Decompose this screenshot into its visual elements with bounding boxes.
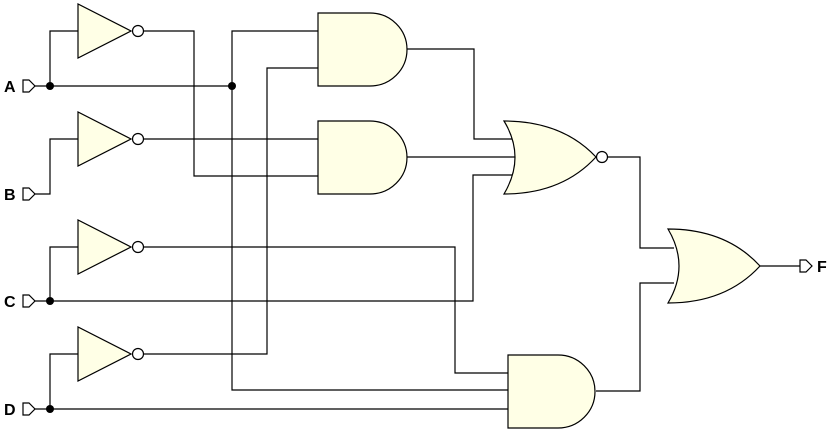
output-label-f: F [817, 259, 827, 276]
and-gate-1 [317, 12, 408, 87]
wire-c-bus [34, 174, 514, 302]
wire-not-c-to-and3 [144, 246, 508, 374]
input-pin-c[interactable] [22, 294, 36, 308]
wire-d-to-not-d [49, 353, 78, 409]
not-gate-b [77, 111, 145, 167]
not-gate-d [77, 326, 145, 382]
junction-c-not [46, 297, 54, 305]
and-gate-3 [507, 354, 596, 429]
or-gate [666, 228, 761, 304]
junction-d-not [46, 405, 54, 413]
not-gate-a [77, 3, 145, 59]
input-pin-d[interactable] [22, 402, 36, 416]
input-pin-a[interactable] [22, 79, 36, 93]
wire-c-to-not-c [49, 246, 78, 301]
input-label-b: B [4, 187, 16, 204]
wire-nor-to-or [608, 156, 674, 249]
not-gate-c [77, 219, 145, 275]
junction-a-bus [228, 82, 236, 90]
input-pin-b[interactable] [22, 187, 36, 201]
wire-not-d-to-and1 [144, 67, 318, 355]
and-gate-2 [317, 120, 408, 195]
wires [34, 30, 800, 410]
nor-gate [502, 120, 609, 195]
junction-a-not [46, 82, 54, 90]
wire-b-to-not-b [34, 138, 78, 195]
output-pin-f[interactable] [799, 259, 813, 273]
wire-not-a-to-and2 [144, 30, 318, 177]
junctions [46, 82, 236, 413]
input-label-a: A [4, 79, 16, 96]
input-label-d: D [4, 402, 16, 419]
wire-a-bus [34, 30, 318, 87]
wire-and1-to-nor [407, 48, 514, 140]
wire-a-to-not-a [49, 30, 78, 86]
input-label-c: C [4, 294, 16, 311]
wire-a-to-and3 [231, 86, 508, 391]
wire-and3-to-or [596, 282, 674, 392]
